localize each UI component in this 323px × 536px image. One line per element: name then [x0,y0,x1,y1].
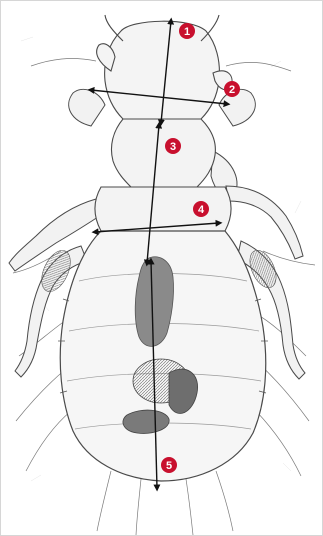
marker-label: 5 [166,460,172,472]
marker-label: 2 [229,84,235,96]
marker-label: 4 [198,204,205,216]
marker-3: 3 [165,138,181,154]
marker-label: 3 [170,141,176,153]
marker-5: 5 [161,457,177,473]
louse-head [97,15,232,119]
marker-4: 4 [193,201,209,217]
marker-2: 2 [224,81,240,97]
marker-1: 1 [179,23,195,39]
marker-label: 1 [184,26,190,38]
